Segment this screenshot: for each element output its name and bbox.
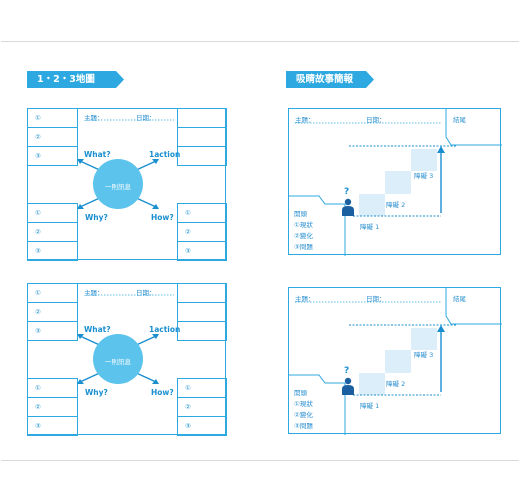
story-card-2: 主題： 日期： 結尾 開頭 ①現狀 ②變化 ③問題 障礙 1 障礙 2 障礙 3… [288, 287, 502, 435]
what-label: What? [84, 150, 111, 159]
obstacle-2-label: 障礙 2 [386, 201, 406, 209]
left-number-cell: ③ [27, 146, 78, 166]
right-number-cell: ③ [177, 241, 227, 261]
obstacle-2-step [385, 350, 411, 373]
left-number-cell: ③ [27, 416, 78, 436]
obstacle-2-step [385, 171, 411, 194]
left-number-cell: ③ [27, 241, 78, 261]
mind-map-graphic [77, 294, 174, 384]
opening-item: ①現狀 [294, 221, 313, 229]
why-label: Why? [85, 213, 108, 222]
opening-label: 開頭 [294, 210, 307, 218]
right-number-cell [177, 146, 227, 166]
story-graphic [288, 108, 502, 256]
opening-item: ③問題 [294, 243, 313, 251]
map-123-banner: 1・2・3地圖 [27, 71, 124, 88]
obstacle-3-label: 障礙 3 [414, 351, 434, 359]
map-123-card-1: ① ② ③ ① ② ③ ① ② ③ 主題： 日期： 一則訊息 What? 1ac… [27, 108, 227, 261]
obstacle-1-step [359, 194, 385, 216]
date-label: 日期： [366, 116, 386, 124]
mind-map-graphic [77, 119, 174, 209]
why-label: Why? [85, 388, 108, 397]
opening-item: ②變化 [294, 232, 313, 240]
question-mark: ? [344, 366, 350, 376]
question-mark: ? [344, 187, 350, 197]
worksheet-page: 1・2・3地圖 吸睛故事簡報 ① ② ③ ① ② ③ ① ② ③ 主題： 日期： [1, 41, 519, 461]
person-icon [342, 198, 354, 216]
story-graphic [288, 287, 502, 435]
story-briefing-banner-text: 吸睛故事簡報 [296, 74, 354, 85]
obstacle-1-label: 障礙 1 [360, 402, 380, 410]
theme-label: 主題： [295, 295, 315, 303]
date-label: 日期： [136, 289, 156, 297]
map-123-banner-text: 1・2・3地圖 [37, 74, 95, 85]
ending-label: 結尾 [453, 295, 466, 303]
map-123-card-2: ① ② ③ ① ② ③ ① ② ③ 主題： 日期： 一則訊息 What? 1ac… [27, 283, 227, 436]
date-label: 日期： [366, 295, 386, 303]
obstacle-1-step [359, 373, 385, 395]
opening-item: ①現狀 [294, 400, 313, 408]
date-label: 日期： [136, 114, 156, 122]
center-message: 一則訊息 [105, 358, 131, 366]
center-circle [93, 159, 143, 209]
obstacle-3-step [411, 149, 437, 171]
person-icon [342, 377, 354, 395]
what-label: What? [84, 325, 111, 334]
opening-item: ②變化 [294, 411, 313, 419]
left-number-cell: ③ [27, 321, 78, 341]
theme-label: 主題： [84, 114, 104, 122]
obstacle-2-label: 障礙 2 [386, 380, 406, 388]
theme-label: 主題： [84, 289, 104, 297]
obstacle-1-label: 障礙 1 [360, 223, 380, 231]
story-card-1: 主題： 日期： 結尾 開頭 ①現狀 ②變化 ③問題 障礙 1 障礙 2 障礙 3… [288, 108, 502, 256]
how-label: How? [151, 213, 174, 222]
obstacle-3-label: 障礙 3 [414, 172, 434, 180]
action-label: 1action [149, 325, 181, 334]
story-briefing-banner: 吸睛故事簡報 [286, 71, 374, 88]
ending-label: 結尾 [453, 116, 466, 124]
center-message: 一則訊息 [105, 183, 131, 191]
right-number-cell: ③ [177, 416, 227, 436]
theme-label: 主題： [295, 116, 315, 124]
right-number-cell [177, 321, 227, 341]
obstacle-3-step [411, 328, 437, 350]
how-label: How? [151, 388, 174, 397]
opening-label: 開頭 [294, 389, 307, 397]
action-label: 1action [149, 150, 181, 159]
opening-item: ③問題 [294, 422, 313, 430]
center-circle [93, 334, 143, 384]
